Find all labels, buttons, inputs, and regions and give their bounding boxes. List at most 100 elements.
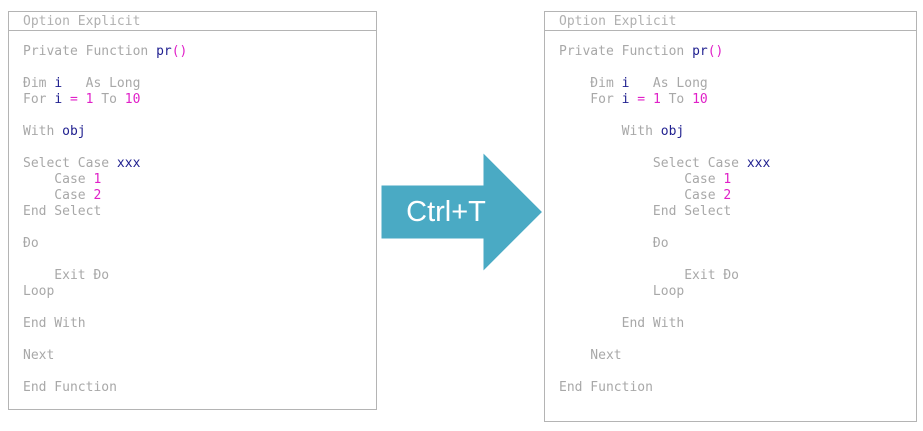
- module-header: Option Explicit: [545, 12, 916, 31]
- code-token: 1: [723, 172, 732, 187]
- arrow-shape: [378, 148, 547, 276]
- option-explicit-label: Option Explicit: [559, 14, 677, 29]
- code-token: 2: [93, 188, 102, 203]
- code-line: [23, 364, 372, 380]
- code-line: Exit Đo: [23, 268, 372, 284]
- code-token: Loop: [23, 284, 55, 299]
- code-pane-after: Option Explicit Private Function pr() Đi…: [544, 11, 917, 422]
- code-line: [559, 108, 912, 124]
- code-token: Select Case: [23, 156, 117, 171]
- code-block-after: Private Function pr() Đim i As Long For …: [559, 44, 912, 396]
- arrow-icon: [378, 148, 547, 276]
- code-token: 1: [85, 92, 94, 107]
- code-line: Đo: [559, 236, 912, 252]
- code-token: (): [171, 44, 188, 59]
- code-token: Đo: [23, 236, 39, 251]
- code-line: Đim i As Long: [23, 76, 372, 92]
- code-token: 10: [124, 92, 141, 107]
- code-token: (): [707, 44, 724, 59]
- code-token: To: [93, 92, 125, 107]
- code-token: End Function: [559, 380, 653, 395]
- code-line: Loop: [23, 284, 372, 300]
- code-token: Exit Đo: [23, 268, 110, 283]
- code-token: 10: [692, 92, 708, 107]
- code-token: i: [621, 76, 630, 91]
- code-pane-before: Option Explicit Private Function pr() Đim…: [8, 11, 377, 410]
- code-line: Private Function pr(): [23, 44, 372, 60]
- code-line: Case 1: [23, 172, 372, 188]
- code-token: =: [62, 92, 86, 107]
- code-token: As Long: [629, 76, 708, 91]
- code-line: [23, 60, 372, 76]
- code-line: With obj: [23, 124, 372, 140]
- code-line: For i = 1 To 10: [23, 92, 372, 108]
- code-token: Case: [23, 172, 94, 187]
- code-line: End With: [559, 316, 912, 332]
- code-line: [23, 252, 372, 268]
- code-token: obj: [660, 124, 685, 139]
- code-token: Đim: [23, 76, 55, 91]
- code-token: As Long: [62, 76, 141, 91]
- code-token: Next: [23, 348, 55, 363]
- code-line: [23, 300, 372, 316]
- code-line: End Function: [559, 380, 912, 396]
- code-token: End With: [559, 316, 685, 331]
- code-line: Private Function pr(): [559, 44, 912, 60]
- code-token: 2: [723, 188, 732, 203]
- code-token: Đo: [559, 236, 669, 251]
- code-token: Select Case: [559, 156, 747, 171]
- code-token: Case: [559, 172, 724, 187]
- code-token: =: [629, 92, 653, 107]
- code-token: For: [23, 92, 55, 107]
- code-line: Next: [23, 348, 372, 364]
- code-line: Select Case xxx: [23, 156, 372, 172]
- code-line: [23, 108, 372, 124]
- code-token: pr: [156, 44, 172, 59]
- code-token: 1: [93, 172, 102, 187]
- code-token: End Function: [23, 380, 117, 395]
- code-line: End With: [23, 316, 372, 332]
- code-line: [559, 60, 912, 76]
- code-line: With obj: [559, 124, 912, 140]
- code-token: xxx: [116, 156, 141, 171]
- code-token: To: [660, 92, 693, 107]
- code-token: For: [559, 92, 622, 107]
- code-line: Đim i As Long: [559, 76, 912, 92]
- code-token: i: [54, 92, 63, 107]
- code-token: End With: [23, 316, 86, 331]
- code-line: Case 1: [559, 172, 912, 188]
- code-token: Next: [559, 348, 622, 363]
- code-token: End Select: [559, 204, 732, 219]
- code-token: Exit Đo: [559, 268, 740, 283]
- code-line: Loop: [559, 284, 912, 300]
- code-line: [23, 220, 372, 236]
- code-token: With: [23, 124, 63, 139]
- code-token: 1: [652, 92, 661, 107]
- code-token: obj: [62, 124, 86, 139]
- code-line: [23, 332, 372, 348]
- code-line: [559, 220, 912, 236]
- code-line: [23, 140, 372, 156]
- code-line: Next: [559, 348, 912, 364]
- code-line: [559, 252, 912, 268]
- module-header: Option Explicit: [9, 12, 376, 31]
- option-explicit-label: Option Explicit: [23, 14, 141, 29]
- code-line: End Select: [559, 204, 912, 220]
- code-token: Case: [23, 188, 94, 203]
- code-line: Select Case xxx: [559, 156, 912, 172]
- code-line: Đo: [23, 236, 372, 252]
- code-line: Case 2: [559, 188, 912, 204]
- code-token: i: [621, 92, 630, 107]
- code-line: End Function: [23, 380, 372, 396]
- code-token: xxx: [746, 156, 771, 171]
- code-token: With: [559, 124, 661, 139]
- code-token: End Select: [23, 204, 102, 219]
- code-line: End Select: [23, 204, 372, 220]
- code-token: Private Function: [559, 44, 693, 59]
- code-line: [559, 300, 912, 316]
- code-token: Loop: [559, 284, 685, 299]
- code-token: Private Function: [23, 44, 157, 59]
- code-line: Exit Đo: [559, 268, 912, 284]
- shortcut-label: Ctrl+T: [406, 196, 486, 228]
